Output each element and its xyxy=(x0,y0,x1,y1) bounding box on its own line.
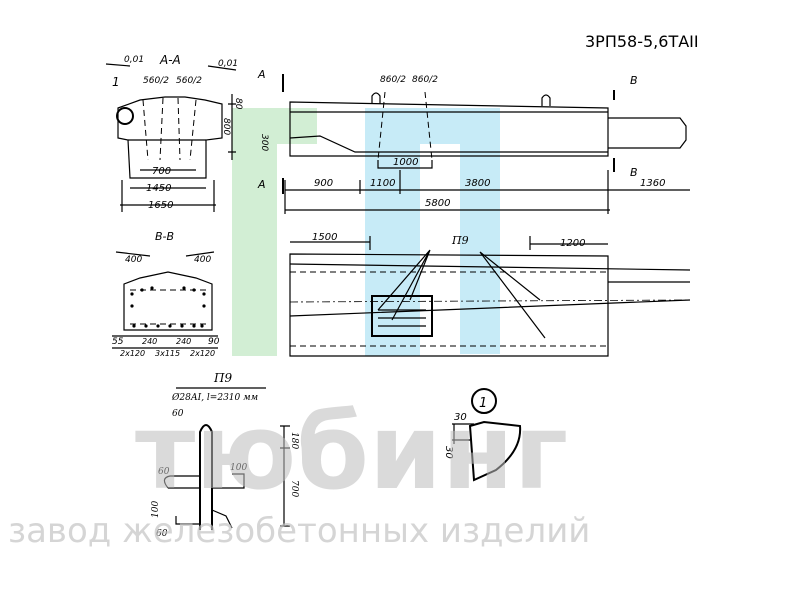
plan-pointer-lines xyxy=(377,249,546,339)
detail-p9-spec: Ø28АI, l=2310 мм xyxy=(171,392,258,403)
aa-dimlines xyxy=(105,63,237,212)
dim-560-left: 560/2 xyxy=(143,76,169,86)
dim-30-side: 30 xyxy=(443,446,454,459)
plan-opening xyxy=(371,295,433,337)
dim-100-right: 100 xyxy=(230,463,247,473)
dim-90: 90 xyxy=(208,337,220,347)
dim-700: 700 xyxy=(289,480,299,497)
dim-860-left: 860/2 xyxy=(380,75,406,85)
dim-5800: 5800 xyxy=(425,198,450,209)
detail-1-callout-label: 1 xyxy=(479,396,487,411)
dim-2x120-left: 2x120 xyxy=(120,349,145,358)
aa-dash xyxy=(142,97,197,161)
slope-dim-left: 0,01 xyxy=(124,55,144,65)
watermark-blue-block xyxy=(420,108,500,144)
detail-1: 1 30 30 xyxy=(443,388,522,482)
watermark-green-block xyxy=(232,108,277,356)
cut-marker-lines xyxy=(282,74,615,194)
dim-60-top: 60 xyxy=(172,409,184,419)
watermark-blocks xyxy=(232,108,500,356)
dim-700: 700 xyxy=(152,166,171,177)
watermark-subtitle: завод железобетонных изделий xyxy=(8,511,590,551)
callout-1-label: 1 xyxy=(112,75,120,89)
dim-1500: 1500 xyxy=(312,232,337,243)
dim-800: 800 xyxy=(221,118,231,135)
watermark-blue-block xyxy=(460,144,500,354)
dim-400-left: 400 xyxy=(125,255,142,265)
dim-300: 300 xyxy=(259,134,269,151)
dim-560-right: 560/2 xyxy=(176,76,202,86)
watermark-blue-block xyxy=(365,108,420,356)
watermark-brand: тюбинг xyxy=(135,391,568,513)
detail-p9-dimlines xyxy=(280,425,290,527)
elevation-dimlines xyxy=(284,160,690,214)
detail-p9: П9 Ø28АI, l=2310 мм 60 180 60 100 700 10… xyxy=(151,371,299,539)
detail-p9-bar xyxy=(199,424,213,530)
dim-1100: 1100 xyxy=(370,178,395,189)
detail-p9-hooks xyxy=(163,473,245,529)
cut-marker-a-bottom: А xyxy=(257,178,266,191)
dim-100-left: 100 xyxy=(151,501,161,518)
plan-opening-inner xyxy=(378,309,426,327)
dim-30-top: 30 xyxy=(454,412,467,423)
plan-dash xyxy=(290,271,608,347)
dim-900: 900 xyxy=(314,178,333,189)
bb-outline xyxy=(123,271,213,331)
section-aa: А-А 0,01 0,01 560/2 560/2 80 800 700 145… xyxy=(105,53,243,212)
aa-callout-circle xyxy=(116,107,134,125)
elevation-haunch xyxy=(289,135,608,153)
section-aa-label: А-А xyxy=(159,53,181,67)
dim-860-right: 860/2 xyxy=(412,75,438,85)
dim-60-mid: 60 xyxy=(158,467,170,477)
cut-marker-b-bottom: В xyxy=(630,166,638,179)
dim-3800: 3800 xyxy=(465,178,490,189)
dim-1360: 1360 xyxy=(640,178,665,189)
plan-p9-label: П9 xyxy=(451,234,469,247)
plan-long-lines xyxy=(289,263,691,317)
cut-marker-a-top: А xyxy=(257,68,266,81)
watermark-green-block xyxy=(277,108,317,144)
bb-rebar-dots xyxy=(130,286,206,328)
section-bb: В-В 400 400 55 240 240 90 2x120 3x115 2x… xyxy=(112,230,220,358)
dim-3x115: 3x115 xyxy=(155,349,180,358)
dim-80: 80 xyxy=(233,98,243,110)
plan-centerline xyxy=(289,299,691,303)
cut-marker-b-top: В xyxy=(630,74,638,87)
plan-view: 1500 1200 П9 xyxy=(289,232,691,357)
dim-1200: 1200 xyxy=(560,238,585,249)
section-bb-label: В-В xyxy=(155,230,174,243)
plan-dimlines xyxy=(290,236,608,250)
elevation-lifting-loops xyxy=(371,92,551,106)
detail-1-outline xyxy=(468,420,522,482)
slope-dim-right: 0,01 xyxy=(218,59,238,69)
drawing-title: 3РП58-5,6ТАII xyxy=(585,32,699,51)
dim-240-left: 240 xyxy=(142,337,157,346)
dim-55: 55 xyxy=(112,337,124,347)
detail-1-dimlines xyxy=(452,423,474,444)
elevation-extension xyxy=(608,117,687,149)
dim-240-right: 240 xyxy=(176,337,191,346)
dim-2x120-right: 2x120 xyxy=(190,349,215,358)
bb-inner xyxy=(130,289,206,325)
detail-1-callout-circle xyxy=(471,388,497,414)
dim-60-bottom: 60 xyxy=(156,529,168,539)
plan-outline xyxy=(289,253,609,357)
dim-1000: 1000 xyxy=(393,157,418,168)
elevation-view: 860/2 860/2 300 1000 900 1100 3800 5800 … xyxy=(257,68,690,214)
detail-p9-label: П9 xyxy=(213,371,232,385)
dim-180: 180 xyxy=(289,432,299,449)
bb-dimlines xyxy=(112,251,218,349)
dim-400-right: 400 xyxy=(194,255,211,265)
elevation-dash xyxy=(377,91,433,161)
